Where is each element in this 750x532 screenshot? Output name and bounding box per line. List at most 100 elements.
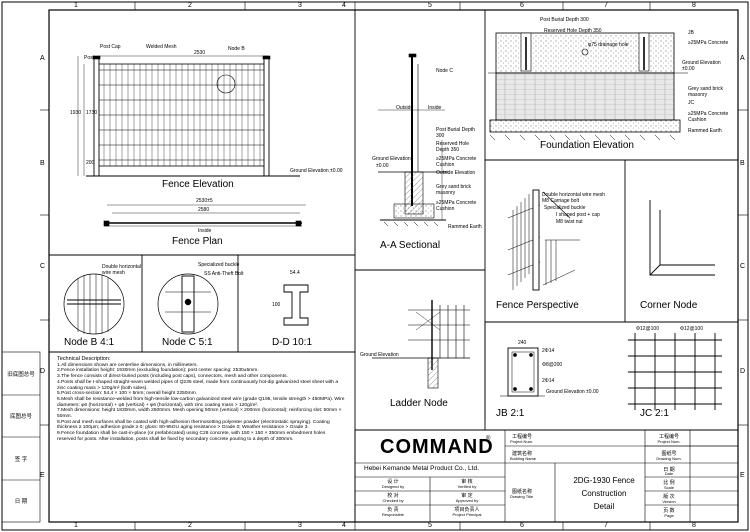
- foundation-elevation-drawing: [488, 32, 688, 141]
- drawing-title-line-2: Construction: [581, 489, 627, 498]
- technical-description: Technical Description: 1.All dimensions …: [57, 356, 345, 443]
- description-item-6: 6.Mesh shall be resistance-welded from h…: [57, 396, 345, 408]
- fence-plan-drawing: [103, 204, 306, 227]
- side-label-base: 底图总号: [9, 414, 32, 420]
- label-dd-100: 100: [272, 302, 281, 308]
- label-grey-brick: Grey sand brick masonry: [436, 184, 472, 196]
- title-foundation-elevation: Foundation Elevation: [540, 140, 634, 151]
- node-b-drawing: [63, 273, 125, 335]
- row-label-d: D: [40, 368, 46, 375]
- row-label-b-right: B: [740, 160, 745, 167]
- label-fnd-ground: Ground Elevation ±0.00: [682, 60, 721, 72]
- title-fence-elevation: Fence Elevation: [162, 179, 234, 190]
- signer-checked-cn: 校 对: [387, 493, 399, 499]
- description-item-9: 9.Fence foundation shall be cast-in-plac…: [57, 431, 326, 442]
- drawing-title-line-3: Detail: [593, 502, 615, 511]
- description-item-7: 7.Mesh dimensions: height 1830mm, width …: [57, 408, 342, 420]
- field-scale-cn: 比 例: [663, 480, 675, 486]
- label-ground-elevation: Ground Elevation ±0.00: [290, 168, 343, 174]
- field-version-en: Version: [662, 499, 676, 504]
- col-label-6: 6: [520, 2, 524, 9]
- label-nodec-buckle: Specialized buckle: [198, 262, 240, 268]
- row-label-a: A: [40, 55, 45, 62]
- label-concrete-cushion: ≥25MPa Concrete Cushion: [436, 156, 477, 168]
- title-node-b: Node B 4:1: [64, 337, 115, 348]
- field-date-en: Date: [664, 471, 674, 476]
- label-nodec-bolt: SS Anti-Theft Bolt: [204, 271, 244, 277]
- field-drawing-num-en: Drawing Num.: [656, 456, 682, 461]
- label-200: 200: [86, 160, 95, 166]
- field-page-cn: 页 数: [663, 508, 675, 514]
- label-fnd-brick: Grey sand brick masonry: [688, 86, 724, 98]
- label-jb-ground: Ground Elevation ±0.00: [546, 389, 599, 395]
- label-2530: 2530: [194, 50, 206, 56]
- side-label-sign: 签 字: [14, 457, 28, 463]
- label-persp-nut: M8 twist nut: [556, 219, 583, 225]
- field-project-num-cn: 工程编号: [512, 434, 533, 440]
- title-fence-perspective: Fence Perspective: [496, 300, 579, 311]
- signer-designed-cn: 设 计: [387, 479, 399, 485]
- label-welded-mesh: Welded Mesh: [146, 44, 177, 50]
- label-post: Post: [84, 55, 95, 61]
- col-label-3-bottom: 3: [298, 522, 302, 529]
- col-label-3: 3: [298, 2, 302, 9]
- label-jc-phi12-a: Φ12@100: [636, 326, 659, 332]
- description-item-3: 3.The fence consists of direct-buried po…: [57, 374, 288, 380]
- col-label-1: 1: [74, 2, 78, 9]
- col-label-8: 8: [692, 2, 696, 9]
- col-label-4: 4: [342, 2, 346, 9]
- signer-designed-en: Designed by: [381, 484, 405, 489]
- col-label-2-bottom: 2: [188, 522, 192, 529]
- description-item-1: 1.All dimensions shown are centerline di…: [57, 362, 198, 368]
- label-1930: 1930: [70, 110, 82, 116]
- drawing-title-line-1: 2DG-1930 Fence: [573, 476, 635, 485]
- label-fnd-reserved: Reserved Hole Depth 350: [544, 28, 602, 34]
- corner-node-drawing: [649, 200, 715, 276]
- brand-logo: COMMAND: [380, 436, 494, 458]
- title-ladder-node: Ladder Node: [390, 398, 448, 409]
- aa-sectional-drawing: [378, 53, 448, 227]
- label-fnd-burial: Post Burial Depth 300: [540, 17, 589, 23]
- node-c-drawing: [157, 273, 219, 335]
- company-name: Hebei Kemande Metal Product Co., Ltd.: [364, 465, 479, 472]
- label-1730: 1730: [86, 110, 98, 116]
- grid-ticks: [40, 2, 748, 530]
- jc-drawing: [628, 333, 722, 410]
- fence-elevation-drawing: [77, 55, 300, 177]
- label-jc: JC: [688, 100, 695, 106]
- field-project-num-en: Project Num.: [510, 439, 534, 444]
- col-label-2: 2: [188, 2, 192, 9]
- field-drawing-title-en: Drawing Title: [510, 494, 534, 499]
- description-item-2: 2.Fence installation height: 1930mm (exc…: [57, 368, 259, 374]
- label-jb-2phi14-bot: 2Φ14: [542, 378, 555, 384]
- label-jb-phi8: Φ8@200: [542, 362, 563, 368]
- signer-responsible-en: Responsible: [381, 512, 404, 517]
- description-item-5: 5.Post cross-section: 54.4 × 100 × 5mm; …: [57, 391, 197, 397]
- label-persp-bolt: M8 Carriage bolt: [542, 198, 579, 204]
- label-fnd-cushion: ≥25MPa Concrete Cushion: [688, 111, 729, 123]
- title-node-c: Node C 5:1: [162, 337, 213, 348]
- label-ladder-ground: Ground Elevation: [360, 352, 399, 358]
- col-label-5: 5: [428, 2, 432, 9]
- node-d-drawing: [283, 284, 309, 326]
- label-zero-aa: ±0.00: [376, 163, 389, 169]
- label-jb-240: 240: [518, 340, 527, 346]
- label-2530-5: 2530±5: [196, 198, 213, 204]
- label-node-c: Node C: [436, 68, 453, 74]
- signer-responsible-cn: 负 责: [387, 507, 399, 513]
- label-fnd-rammed: Rammed Earth: [688, 128, 722, 134]
- label-jb-2phi14-top: 2Φ14: [542, 348, 555, 354]
- label-jb: JB: [688, 30, 694, 36]
- label-persp-mesh: Double horizontal wire mesh: [542, 192, 606, 198]
- field-drawing-title-cn: 图纸名称: [512, 489, 533, 495]
- title-fence-plan: Fence Plan: [172, 236, 223, 247]
- label-node-b: Node B: [228, 46, 245, 52]
- signer-approved-cn: 审 定: [461, 493, 473, 499]
- title-block-lines: [354, 429, 739, 523]
- signer-verified-en: Verified by: [457, 484, 477, 489]
- label-ground-elev-aa: Ground Elevation: [372, 156, 411, 162]
- row-label-e: E: [40, 472, 45, 479]
- field-r-project-num-en: Project Num.: [657, 439, 681, 444]
